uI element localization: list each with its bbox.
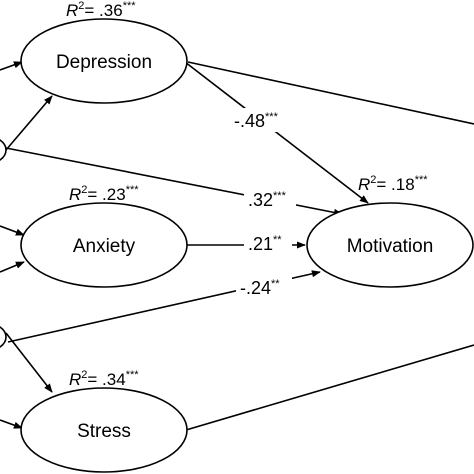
coef-anxiety-stars: ** bbox=[273, 234, 282, 246]
coef-bg-anxiety-motivation bbox=[244, 232, 292, 256]
anxiety-r-value: = .23 bbox=[87, 185, 125, 204]
depression-r-power: 2 bbox=[78, 0, 84, 12]
stress-r-squared: R2= .34*** bbox=[69, 369, 139, 389]
motivation-node bbox=[306, 202, 474, 288]
motivation-label: Motivation bbox=[347, 236, 434, 257]
anxiety-label: Anxiety bbox=[73, 236, 136, 257]
anxiety-r-squared: R2= .23*** bbox=[69, 184, 139, 204]
predictor-node-upper bbox=[0, 139, 7, 161]
coef-upper-value: .32 bbox=[248, 190, 273, 210]
stress-label: Stress bbox=[77, 421, 131, 442]
coef-bg-upper-predictor bbox=[244, 187, 296, 211]
edge-depression-to-right bbox=[187, 61, 474, 125]
motivation-r-power: 2 bbox=[370, 174, 376, 186]
edge-left-to-stress bbox=[0, 419, 23, 429]
depression-node bbox=[20, 18, 188, 104]
motivation-r-value: = .18 bbox=[376, 175, 414, 194]
anxiety-r-stars: *** bbox=[126, 184, 140, 196]
stress-r-value: = .34 bbox=[87, 370, 125, 389]
coef-upper-stars: *** bbox=[273, 190, 287, 202]
edge-left-to-depression bbox=[0, 61, 23, 71]
depression-r-symbol: R bbox=[66, 1, 78, 20]
depression-r-value: = .36 bbox=[84, 1, 122, 20]
motivation-r-symbol: R bbox=[358, 175, 370, 194]
edge-depression-to-motivation bbox=[184, 61, 369, 204]
anxiety-node bbox=[20, 202, 188, 288]
edge-left-to-anxiety-upper bbox=[0, 225, 25, 236]
motivation-r-stars: *** bbox=[415, 174, 429, 186]
anxiety-r-power: 2 bbox=[81, 184, 87, 196]
stress-r-power: 2 bbox=[81, 369, 87, 381]
anxiety-r-symbol: R bbox=[69, 185, 81, 204]
coef-depression-to-motivation: -.48*** bbox=[234, 111, 279, 131]
coef-anxiety-to-motivation: .21** bbox=[248, 234, 282, 254]
coef-predictor-upper: .32*** bbox=[248, 190, 287, 210]
edge-left-to-anxiety-lower bbox=[0, 261, 25, 273]
coef-depression-value: -.48 bbox=[234, 111, 265, 131]
coef-bg-depression-motivation bbox=[230, 108, 296, 132]
predictor-node-lower bbox=[0, 326, 7, 348]
stress-r-symbol: R bbox=[69, 370, 81, 389]
coef-bg-lower-predictor bbox=[236, 276, 292, 300]
edge-stress-to-right bbox=[185, 344, 474, 431]
stress-node bbox=[20, 387, 188, 473]
depression-label: Depression bbox=[56, 52, 152, 73]
motivation-r-squared: R2= .18*** bbox=[358, 174, 428, 194]
coef-anxiety-value: .21 bbox=[248, 234, 273, 254]
coef-depression-stars: *** bbox=[265, 111, 279, 123]
depression-r-stars: *** bbox=[123, 0, 137, 12]
coef-lower-stars: ** bbox=[271, 278, 280, 290]
coef-predictor-lower: -.24** bbox=[240, 278, 280, 298]
edge-predictor-to-depression bbox=[5, 95, 53, 151]
stress-r-stars: *** bbox=[126, 369, 140, 381]
coef-lower-value: -.24 bbox=[240, 278, 271, 298]
edge-predictor-to-stress bbox=[5, 332, 53, 393]
depression-r-squared: R2= .36*** bbox=[66, 0, 136, 20]
